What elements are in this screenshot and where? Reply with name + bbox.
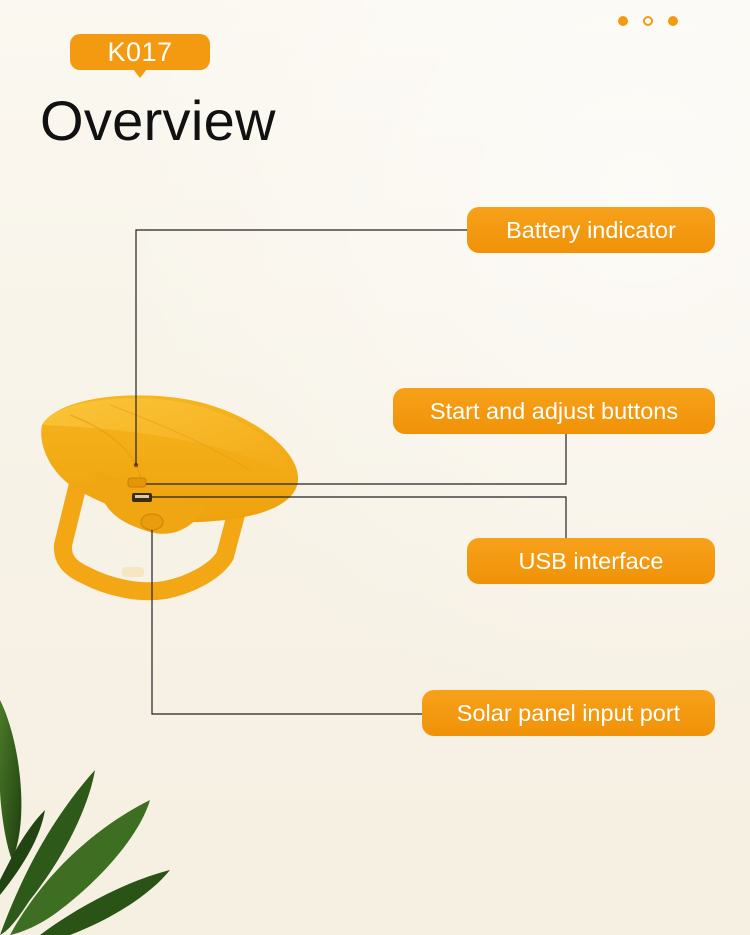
model-tag: K017	[70, 34, 210, 78]
page-indicator	[618, 16, 678, 26]
page-dot[interactable]	[668, 16, 678, 26]
page-dot-current[interactable]	[643, 16, 653, 26]
page-title: Overview	[40, 89, 276, 152]
leader-battery-indicator	[135, 229, 467, 465]
leader-usb-interface	[152, 496, 567, 538]
page-dot[interactable]	[618, 16, 628, 26]
callout-start-adjust-buttons: Start and adjust buttons	[393, 388, 715, 434]
callout-leader-lines	[135, 229, 567, 715]
leader-solar-input	[151, 530, 422, 715]
callout-solar-panel-input: Solar panel input port	[422, 690, 715, 736]
plant-leaves-illustration	[0, 700, 170, 935]
callout-battery-indicator: Battery indicator	[467, 207, 715, 253]
leader-start-buttons	[146, 433, 567, 485]
solar-lantern-illustration	[41, 395, 299, 601]
callout-usb-interface: USB interface	[467, 538, 715, 584]
